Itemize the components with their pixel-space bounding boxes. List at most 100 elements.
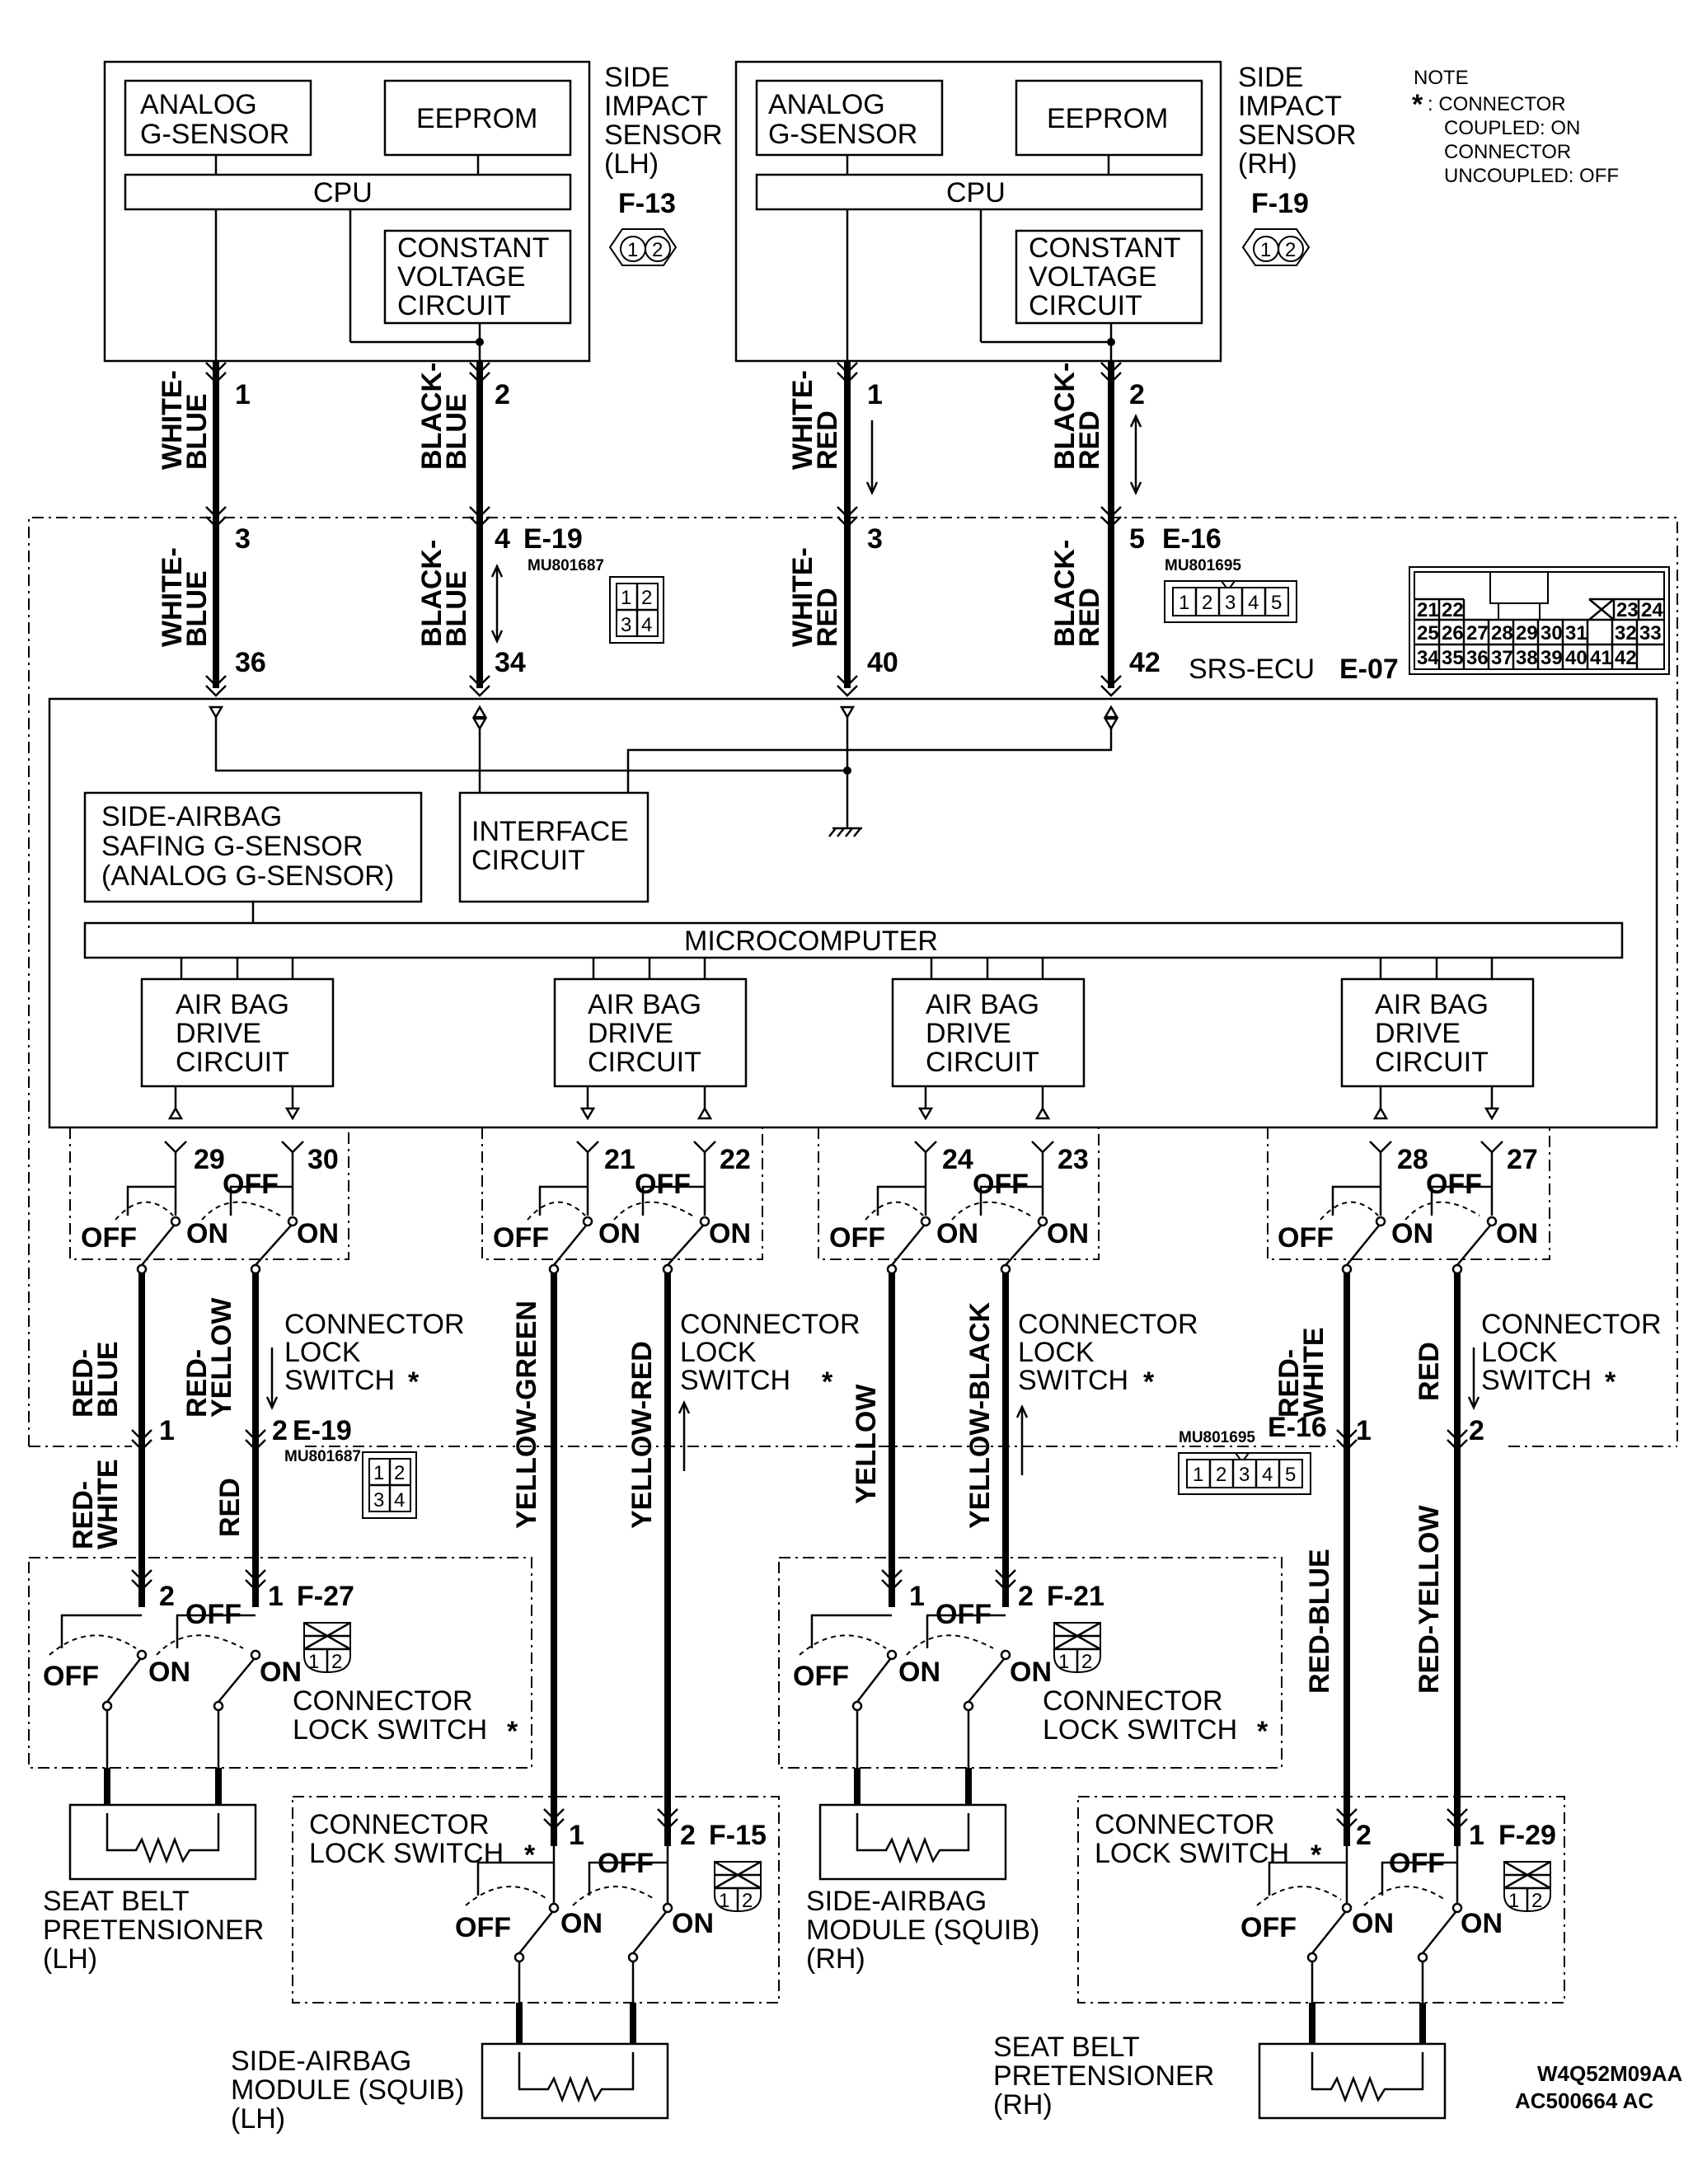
connector-e16-low: MU801695 E-16 1 2 1 2 3 4 5: [1178, 1412, 1484, 1495]
constant-label: CONSTANT: [1029, 232, 1180, 264]
pin-number: 4: [495, 523, 510, 555]
off-label: OFF: [1389, 1848, 1445, 1879]
lock-switch-text: SWITCH: [284, 1365, 395, 1396]
pin-number: 30: [307, 1144, 339, 1175]
on-label: ON: [297, 1218, 339, 1249]
connector-label: F-27: [297, 1581, 354, 1612]
pin-number: 2: [1469, 1415, 1484, 1446]
connector-e19-low: 1 2 E-19 MU801687 1 2 3 4: [159, 1415, 417, 1519]
analog-g-sensor-box: [755, 79, 944, 157]
pin-number: 37: [1491, 647, 1513, 669]
wire-color-label: BLACK-: [1049, 363, 1081, 470]
lock-switch-label-2: CONNECTOR LOCK SWITCH *: [680, 1309, 861, 1398]
lock-switch-star: *: [1605, 1366, 1616, 1398]
pin-number: 3: [621, 614, 631, 636]
pin-number: 34: [495, 647, 526, 678]
e07-row2: 25 26 27 28 29 30 31 32 33 34 35 36 37 3…: [1417, 620, 1662, 669]
wire-color-label: YELLOW-RED: [626, 1341, 658, 1529]
figure-code: AC500664 AC: [1515, 2088, 1653, 2113]
lower-wiring: RED- BLUE RED- YELLOW YELLOW-GREEN YELLO…: [68, 1273, 1662, 1846]
pin-number: 25: [1417, 622, 1439, 644]
pin-number: 22: [1442, 599, 1464, 621]
eeprom-box: [383, 79, 572, 157]
lock-switch-star: *: [524, 1840, 536, 1871]
pin-number: 2: [495, 379, 510, 410]
component-label: PRETENSIONER: [43, 1915, 264, 1946]
drive-outputs: [167, 1086, 1500, 1121]
on-label: ON: [898, 1657, 940, 1688]
wire-color-label: RED: [812, 410, 843, 470]
pin-number: 24: [942, 1144, 973, 1175]
safing-label: (ANALOG G-SENSOR): [101, 860, 394, 892]
on-label: ON: [1010, 1657, 1052, 1688]
off-label: OFF: [223, 1169, 279, 1200]
pin-number: 1: [1193, 1464, 1203, 1486]
pin-number: 33: [1639, 622, 1662, 644]
wire-color-label: YELLOW-GREEN: [511, 1301, 542, 1529]
connector-label: F-29: [1498, 1820, 1556, 1851]
pin-number: 39: [1541, 647, 1563, 669]
title-line: SENSOR: [1238, 120, 1357, 151]
pin-number: 21: [604, 1144, 635, 1175]
lock-switch-text: LOCK: [284, 1337, 361, 1368]
off-label: OFF: [1278, 1222, 1334, 1254]
pin-number: 3: [1225, 592, 1236, 614]
note-line: COUPLED: ON: [1444, 117, 1580, 139]
analog-g-sensor-box: [124, 79, 312, 157]
on-label: ON: [260, 1657, 302, 1688]
lock-switch-text: CONNECTOR: [1095, 1809, 1275, 1840]
title-line: IMPACT: [604, 91, 708, 122]
pin-number: 23: [1057, 1144, 1089, 1175]
drive-label: DRIVE: [926, 1018, 1011, 1049]
wire-color-label: RED-: [181, 1349, 213, 1418]
pin-number: 38: [1516, 647, 1538, 669]
constant-voltage-box: [383, 229, 572, 325]
resistor-icon: [106, 1813, 220, 1864]
lock-switch-text: SWITCH: [1481, 1365, 1592, 1396]
wire-color-label: WHITE-: [787, 547, 818, 647]
component-label: (RH): [993, 2089, 1053, 2121]
off-label: OFF: [829, 1222, 885, 1254]
note-line: CONNECTOR: [1444, 141, 1571, 163]
connector-f13-label: F-13: [618, 188, 676, 219]
voltage-label: VOLTAGE: [397, 261, 526, 293]
drive-label: CIRCUIT: [588, 1047, 701, 1078]
part-number: MU801695: [1179, 1429, 1255, 1446]
connector-e16-top: E-16 MU801695 1 2 3 4 5: [1162, 523, 1297, 623]
pin-number: 27: [1466, 622, 1489, 644]
pin-number: 1: [1469, 1820, 1484, 1851]
cpu-box: [124, 173, 572, 211]
cpu-label: CPU: [946, 177, 1006, 209]
connector-f19-label: F-19: [1251, 188, 1309, 219]
f27-lock-switch-group: 2 1 F-27 1 2 OFF ON OFF ON CONNECTOR LOC…: [28, 1557, 532, 1769]
wire-color-label: WHITE: [92, 1459, 124, 1549]
interface-label: CIRCUIT: [471, 845, 585, 876]
figure-codes: W4Q52M09AA AC500664 AC: [1515, 2061, 1682, 2113]
analog-label: ANALOG: [768, 89, 885, 120]
component-label: MODULE (SQUIB): [806, 1915, 1039, 1946]
pin-number: 2: [1129, 379, 1145, 410]
connector-label: E-19: [293, 1415, 352, 1446]
component-label: SEAT BELT: [993, 2032, 1140, 2063]
side-impact-sensor-lh: ANALOG G-SENSOR EEPROM CPU CONSTANT VOLT…: [103, 60, 591, 363]
pin-number: 3: [1239, 1464, 1250, 1486]
wire-color-label: RED: [214, 1478, 246, 1537]
drive-label: DRIVE: [176, 1018, 261, 1049]
pin-1: 1: [1260, 239, 1271, 261]
pin-number: 42: [1615, 647, 1637, 669]
ecu-pin-stubs: [164, 1141, 1503, 1216]
wire-color-label: BLACK-: [416, 363, 448, 470]
eeprom-label: EEPROM: [416, 103, 537, 134]
pin-2: 2: [1081, 1651, 1092, 1673]
wire-color-label: RED-YELLOW: [1414, 1505, 1445, 1694]
pin-number: 1: [159, 1415, 175, 1446]
lock-switch-star: *: [1311, 1840, 1322, 1871]
lock-switch-label-3: CONNECTOR LOCK SWITCH *: [1018, 1309, 1198, 1398]
wire-color-label: BLUE: [441, 570, 472, 647]
wire-color-label: RED: [1074, 410, 1105, 470]
drive-label: CIRCUIT: [1375, 1047, 1489, 1078]
wire-color-label: WHITE-: [157, 547, 188, 647]
pin-number: 1: [235, 379, 251, 410]
srs-ecu-boundary: SRS-ECU E-07: [28, 517, 1678, 1447]
